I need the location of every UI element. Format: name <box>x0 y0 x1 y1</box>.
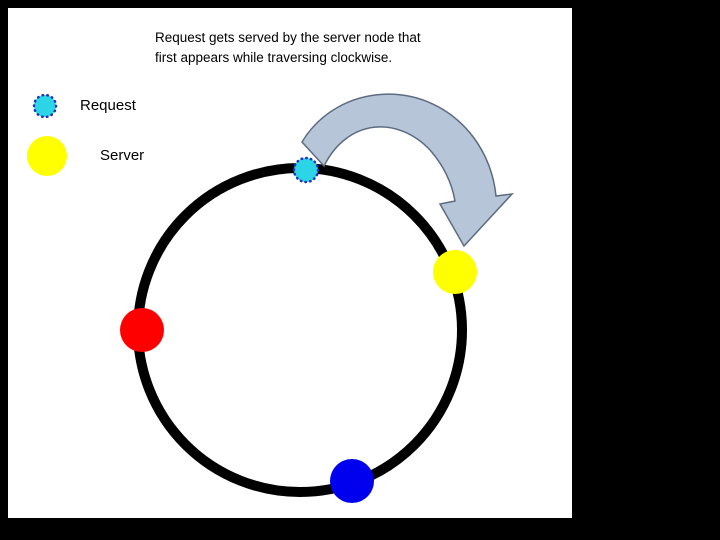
server-node-blue <box>330 459 374 503</box>
caption-line-1: Request gets served by the server node t… <box>155 30 421 45</box>
caption-text: Request gets served by the server node t… <box>155 28 421 68</box>
server-swatch-icon <box>27 136 67 176</box>
server-node-yellow <box>433 250 477 294</box>
server-node-red <box>120 308 164 352</box>
legend-request-label: Request <box>80 97 136 114</box>
legend-server-label: Server <box>100 147 145 164</box>
request-swatch-icon <box>32 93 58 119</box>
hash-ring-diagram <box>120 93 514 503</box>
legend-server-swatch <box>27 136 67 176</box>
legend-request-swatch <box>32 93 58 119</box>
hash-ring <box>133 163 467 497</box>
diagram-panel: Request gets served by the server node t… <box>8 8 572 518</box>
caption-line-2: first appears while traversing clockwise… <box>155 50 393 65</box>
clockwise-arrow-icon <box>301 93 514 248</box>
request-node <box>292 156 320 184</box>
